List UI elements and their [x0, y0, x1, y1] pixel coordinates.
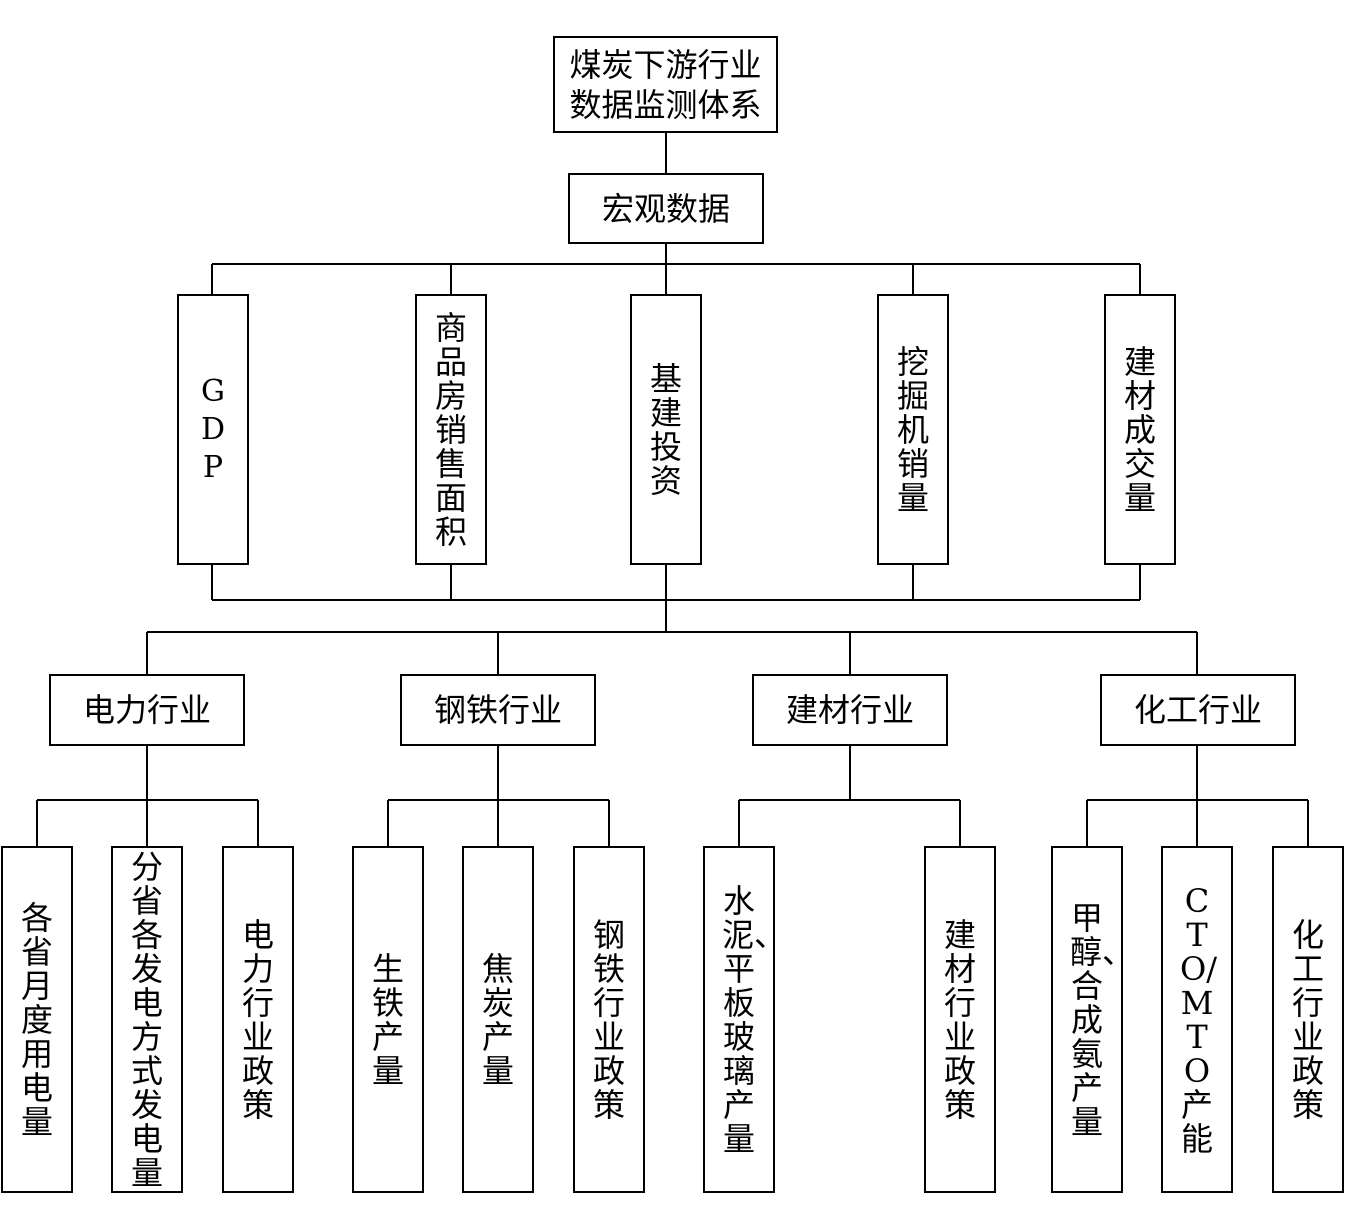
- indicator-material-volume: 建材成交量: [1104, 294, 1176, 565]
- industry-steel: 钢铁行业: [400, 674, 596, 746]
- steel-item-pig-iron: 生铁产量: [352, 846, 424, 1193]
- chemical-item-methanol-ammonia: 甲醇、合成氨产量: [1051, 846, 1135, 1193]
- building-item-policy: 建材行业政策: [924, 846, 996, 1193]
- power-item-provincial-consumption: 各省月度用电量: [1, 846, 73, 1193]
- industry-power: 电力行业: [49, 674, 245, 746]
- indicator-infrastructure-label: 基建投资: [649, 359, 682, 500]
- steel-item-policy: 钢铁行业政策: [573, 846, 645, 1193]
- indicator-gdp: GDP: [177, 294, 249, 565]
- indicator-material-volume-label: 建材成交量: [1123, 342, 1156, 517]
- industry-chemical: 化工行业: [1100, 674, 1296, 746]
- chemical-item-cto-mto: CTO/MTO产能: [1161, 846, 1233, 1193]
- chemical-item-1-label: 甲醇、合成氨产量: [1070, 898, 1135, 1141]
- steel-item-3-label: 钢铁行业政策: [592, 915, 625, 1124]
- building-item-2-label: 建材行业政策: [943, 915, 976, 1124]
- industry-power-label: 电力行业: [82, 691, 211, 729]
- indicator-housing-sales-label: 商品房销售面积: [434, 308, 467, 551]
- power-item-policy: 电力行业政策: [222, 846, 294, 1193]
- industry-steel-label: 钢铁行业: [433, 691, 562, 729]
- industry-building-materials: 建材行业: [752, 674, 948, 746]
- building-item-1-label: 水泥、平板玻璃产量: [722, 881, 787, 1158]
- macro-node: 宏观数据: [568, 173, 764, 244]
- indicator-gdp-label: GDP: [200, 373, 226, 485]
- chemical-item-3-label: 化工行业政策: [1291, 915, 1324, 1124]
- indicator-housing-sales: 商品房销售面积: [415, 294, 487, 565]
- industry-chemical-label: 化工行业: [1133, 691, 1262, 729]
- steel-item-1-label: 生铁产量: [371, 949, 404, 1090]
- steel-item-2-label: 焦炭产量: [481, 949, 514, 1090]
- industry-building-materials-label: 建材行业: [785, 691, 914, 729]
- steel-item-coke: 焦炭产量: [462, 846, 534, 1193]
- chemical-item-policy: 化工行业政策: [1272, 846, 1344, 1193]
- power-item-generation-by-method: 分省各发电方式发电量: [111, 846, 183, 1193]
- root-node: 煤炭下游行业 数据监测体系: [553, 36, 778, 133]
- macro-node-label: 宏观数据: [601, 189, 730, 228]
- indicator-infrastructure: 基建投资: [630, 294, 702, 565]
- indicator-excavator-label: 挖掘机销量: [896, 342, 929, 517]
- power-item-2-label: 分省各发电方式发电量: [130, 847, 163, 1192]
- indicator-excavator: 挖掘机销量: [877, 294, 949, 565]
- chemical-item-2-label: CTO/MTO产能: [1180, 881, 1218, 1158]
- power-item-1-label: 各省月度用电量: [20, 898, 53, 1141]
- power-item-3-label: 电力行业政策: [241, 915, 274, 1124]
- root-node-label: 煤炭下游行业 数据监测体系: [569, 45, 762, 124]
- building-item-cement-glass: 水泥、平板玻璃产量: [703, 846, 787, 1193]
